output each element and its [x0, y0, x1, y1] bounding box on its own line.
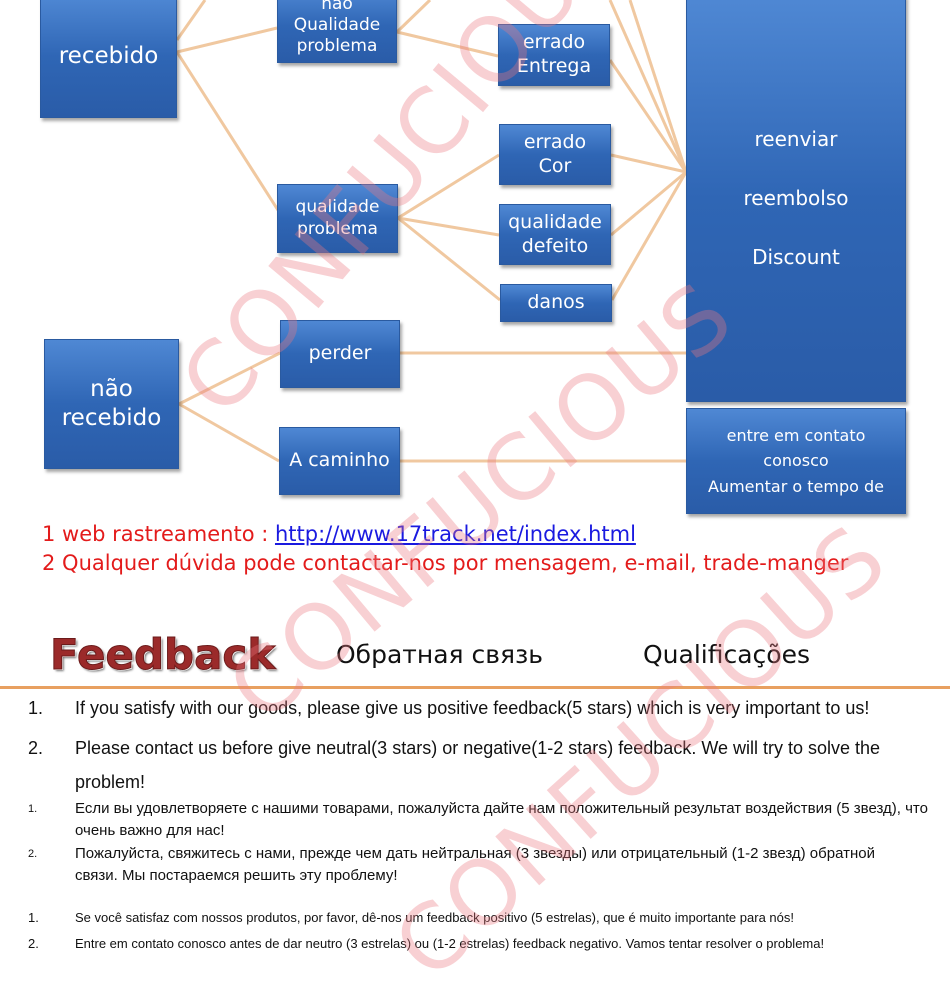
tracking-note: 1 web rastreamento : http://www.17track.… — [42, 522, 636, 546]
node-label: reenviar — [754, 127, 838, 151]
node-damage: danos — [500, 284, 612, 322]
connector-lines — [175, 0, 688, 463]
node-label: qualidade — [508, 210, 602, 233]
node-label: problema — [297, 218, 378, 239]
node-received: recebido — [40, 0, 177, 118]
node-label: Cor — [538, 154, 572, 177]
divider — [0, 686, 950, 689]
node-label: qualidade — [295, 197, 380, 218]
node-label: errado — [523, 130, 587, 153]
feedback-title-pt: Qualificações — [643, 640, 810, 669]
node-on-the-way: A caminho — [279, 427, 400, 495]
node-label: conosco — [763, 451, 829, 471]
node-label: danos — [527, 291, 585, 314]
node-lost: perder — [280, 320, 400, 388]
item-text: Entre em contato conosco antes de dar ne… — [75, 936, 825, 951]
contact-note: 2 Qualquer dúvida pode contactar-nos por… — [42, 551, 849, 575]
feedback-title-ru: Обратная связь — [336, 640, 544, 669]
node-label: reembolso — [743, 186, 849, 210]
node-label: Entrega — [516, 55, 592, 77]
node-label: errado — [522, 31, 586, 54]
node-label: recebido — [58, 43, 159, 70]
item-number: 1. — [28, 803, 38, 815]
item-number: 2. — [28, 738, 44, 758]
node-label: A caminho — [289, 449, 390, 472]
node-label: recebido — [61, 405, 162, 431]
node-label: entre em contato — [726, 425, 866, 445]
item-text: If you satisfy with our goods, please gi… — [75, 698, 870, 718]
node-label: Aumentar o tempo de — [707, 476, 884, 496]
item-number: 1. — [28, 910, 39, 925]
tracking-label: 1 web rastreamento : — [42, 522, 275, 546]
node-label: Qualidade — [293, 14, 381, 35]
tracking-link[interactable]: http://www.17track.net/index.html — [274, 522, 636, 546]
item-text: Если вы удовлетворяете с нашими товарами… — [75, 800, 928, 839]
node-label: problema — [296, 36, 378, 57]
node-label: defeito — [521, 234, 589, 257]
node-label: perder — [308, 342, 372, 365]
node-label: Discount — [752, 245, 840, 269]
item-number: 2. — [28, 936, 39, 951]
item-text: Пожалуйста, свяжитесь с нами, прежде чем… — [75, 845, 875, 884]
node-label: não — [90, 376, 133, 403]
item-number: 1. — [28, 698, 44, 718]
node-label: não — [321, 0, 353, 14]
item-text: Please contact us before give neutral(3 … — [75, 738, 881, 792]
item-number: 2. — [28, 848, 38, 860]
item-text: Se você satisfaz com nossos produtos, po… — [75, 910, 794, 925]
feedback-title: Feedback — [49, 630, 276, 680]
